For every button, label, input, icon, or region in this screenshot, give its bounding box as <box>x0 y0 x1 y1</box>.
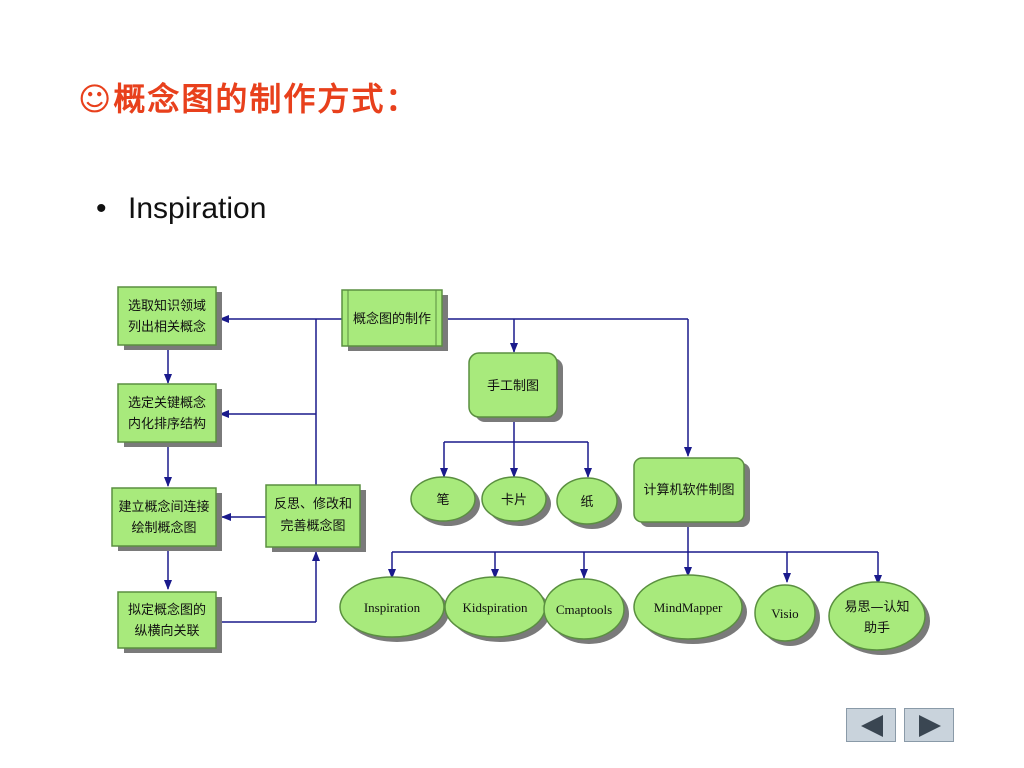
bullet-item: • Inspiration <box>96 192 266 226</box>
box-select-key-concepts: 选定关键概念 内化排序结构 <box>117 383 222 447</box>
box-draft-relations-line1: 拟定概念图的 <box>128 602 206 618</box>
ellipse-inspiration: Inspiration <box>339 576 449 642</box>
ellipse-yisi-assistant-line2: 助手 <box>864 621 890 636</box>
box-concept-map-making: 概念图的制作 <box>341 289 448 351</box>
triangle-left-icon <box>861 715 883 737</box>
prev-slide-button[interactable] <box>846 708 896 742</box>
triangle-right-icon <box>919 715 941 737</box>
box-build-links-line1: 建立概念间连接 <box>118 499 209 515</box>
ellipse-inspiration-label: Inspiration <box>364 600 421 615</box>
box-select-key-concepts-line2: 内化排序结构 <box>128 416 206 432</box>
box-concept-map-making-label: 概念图的制作 <box>353 311 431 327</box>
box-reflect-revise-line1: 反思、修改和 <box>274 497 352 512</box>
box-select-key-concepts-line1: 选定关键概念 <box>128 395 206 411</box>
ellipse-kidspiration: Kidspiration <box>444 576 550 642</box>
ellipse-paper: 纸 <box>556 477 622 529</box>
slide-title: ☺概念图的制作方式： <box>78 80 420 118</box>
box-build-links-line2: 绘制概念图 <box>131 520 196 536</box>
ellipse-cmaptools: Cmaptools <box>543 578 629 644</box>
ellipse-cmaptools-label: Cmaptools <box>556 602 612 617</box>
ellipse-card: 卡片 <box>481 476 551 526</box>
box-select-domain-line1: 选取知识领域 <box>128 298 206 314</box>
ellipse-visio-label: Visio <box>771 606 798 621</box>
box-manual-drawing-label: 手工制图 <box>487 379 539 394</box>
box-select-domain: 选取知识领域 列出相关概念 <box>117 286 222 350</box>
ellipse-visio: Visio <box>754 584 820 646</box>
ellipse-yisi-assistant-line1: 易思—认知 <box>844 599 909 615</box>
box-reflect-revise: 反思、修改和 完善概念图 <box>265 484 366 552</box>
box-software-drawing-label: 计算机软件制图 <box>643 483 734 498</box>
connector-lines <box>164 315 882 623</box>
box-software-drawing: 计算机软件制图 <box>633 457 750 527</box>
ellipse-mindmapper-label: MindMapper <box>654 600 723 615</box>
box-reflect-revise-line2: 完善概念图 <box>280 518 345 534</box>
ellipse-card-label: 卡片 <box>501 493 527 508</box>
box-select-domain-line2: 列出相关概念 <box>128 319 206 335</box>
bullet-text: Inspiration <box>128 192 267 225</box>
box-build-links: 建立概念间连接 绘制概念图 <box>111 487 222 551</box>
next-slide-button[interactable] <box>904 708 954 742</box>
ellipse-pen: 笔 <box>410 476 480 526</box>
bullet-dot: • <box>96 192 107 225</box>
ellipse-kidspiration-label: Kidspiration <box>463 600 528 615</box>
box-draft-relations: 拟定概念图的 纵横向关联 <box>117 591 222 653</box>
ellipse-pen-label: 笔 <box>436 492 449 508</box>
box-draft-relations-line2: 纵横向关联 <box>134 623 199 639</box>
ellipse-yisi-assistant: 易思—认知 助手 <box>828 581 930 655</box>
box-manual-drawing: 手工制图 <box>468 352 563 422</box>
ellipse-mindmapper: MindMapper <box>633 574 747 644</box>
ellipse-paper-label: 纸 <box>580 495 593 510</box>
